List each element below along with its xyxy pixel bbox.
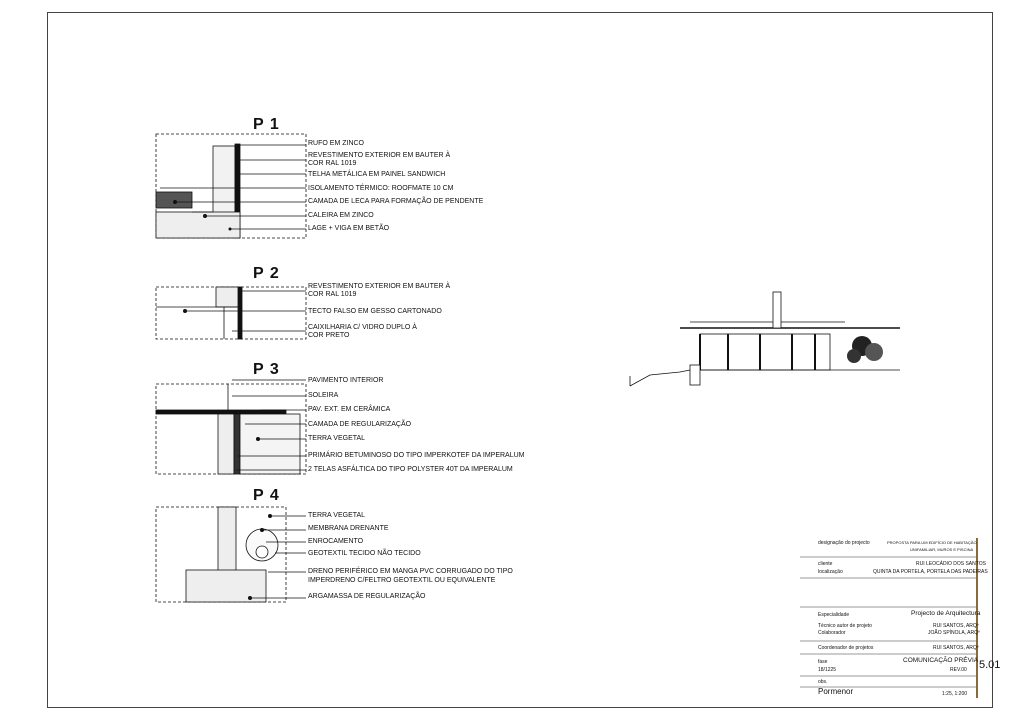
tb-coordenador-label: Coordenador de projetos — [818, 645, 874, 651]
p1-label-cor: COR RAL 1019 — [308, 160, 357, 167]
detail-p2-title: P 2 — [253, 265, 280, 282]
p1-label-isolamento: ISOLAMENTO TÉRMICO: ROOFMATE 10 CM — [308, 185, 454, 192]
tb-scale: 1:25, 1:200 — [942, 691, 968, 697]
p2-label-revestimento: REVESTIMENTO EXTERIOR EM BAUTER À — [308, 283, 451, 290]
p3-label-soleira: SOLEIRA — [308, 392, 339, 399]
tb-sheet-number: 5.01 — [979, 659, 1001, 671]
p1-label-rufo: RUFO EM ZINCO — [308, 140, 364, 147]
tb-localizacao-value: QUINTA DA PORTELA, PORTELA DAS PADEIRAS — [873, 569, 988, 575]
detail-p4-title: P 4 — [253, 487, 280, 504]
p2-label-caixilharia: CAIXILHARIA C/ VIDRO DUPLO À — [308, 324, 417, 331]
p3-label-regularizacao: CAMADA DE REGULARIZAÇÃO — [308, 421, 412, 428]
tb-fase-value: COMUNICAÇÃO PRÉVIA — [903, 657, 979, 664]
tb-colaborador-label: Colaborador — [818, 630, 846, 636]
detail-p3-title: P 3 — [253, 361, 280, 378]
tree-graphic — [847, 336, 883, 363]
house-elevation — [629, 291, 900, 387]
tb-cliente-value: RUI LEOCÁDIO DOS SANTOS — [916, 561, 986, 567]
tb-date: 18/1225 — [818, 667, 837, 673]
p2-label-cor-preto: COR PRETO — [308, 332, 350, 339]
tb-localizacao-label: localização — [818, 569, 843, 575]
p4-label-imperdreno: IMPERDRENO C/FELTRO GEOTEXTIL OU EQUIVAL… — [308, 577, 496, 584]
title-block-frame — [800, 556, 976, 688]
tb-designacao-value-1: PROPOSTA PARA UM EDIFÍCIO DE HABITAÇÃO — [887, 540, 977, 545]
tb-rev: REV.00 — [950, 667, 967, 673]
p2-label-tecto: TECTO FALSO EM GESSO CARTONADO — [308, 308, 442, 315]
p1-label-leca: CAMADA DE LECA PARA FORMAÇÃO DE PENDENTE — [308, 198, 484, 205]
p3-label-pavimento: PAVIMENTO INTERIOR — [308, 377, 384, 384]
p1-label-lage: LAGE + VIGA EM BETÃO — [308, 225, 390, 232]
drawing-sheet-border — [47, 12, 993, 708]
tb-fase-label: fase — [818, 659, 828, 665]
p4-label-argamassa: ARGAMASSA DE REGULARIZAÇÃO — [308, 593, 426, 600]
p3-label-telas: 2 TELAS ASFÁLTICA DO TIPO POLYSTER 40T D… — [308, 466, 513, 473]
tb-designacao-label: designação do projecto — [818, 540, 870, 546]
p1-label-telha: TELHA METÁLICA EM PAINEL SANDWICH — [308, 171, 446, 178]
tb-tecnico-label: Técnico autor de projeto — [818, 623, 872, 629]
tb-cliente-label: cliente — [818, 561, 833, 567]
tb-especialidade-label: Especialidade — [818, 612, 850, 618]
tb-drawing-name: Pormenor — [818, 687, 854, 696]
p4-label-geotextil: GEOTEXTIL TECIDO NÃO TECIDO — [308, 550, 421, 557]
p3-label-pav-ext: PAV. EXT. EM CERÂMICA — [308, 406, 391, 413]
p1-label-revestimento: REVESTIMENTO EXTERIOR EM BAUTER À — [308, 152, 451, 159]
tb-especialidade-value: Projecto de Arquitectura — [911, 610, 981, 617]
p2-label-cor: COR RAL 1019 — [308, 291, 357, 298]
p1-label-caleira: CALEIRA EM ZINCO — [308, 212, 374, 219]
tb-tecnico-value: RUI SANTOS, ARQº — [933, 623, 979, 629]
p3-label-terra: TERRA VEGETAL — [308, 435, 366, 442]
p3-label-primario: PRIMÁRIO BETUMINOSO DO TIPO IMPERKOTEF D… — [308, 452, 525, 459]
tb-designacao-value-2: UNIFAMILIAR, MUROS E PISCINA — [910, 547, 974, 552]
p4-label-membrana: MEMBRANA DRENANTE — [308, 525, 389, 532]
p4-label-dreno: DRENO PERIFÉRICO EM MANGA PVC CORRUGADO … — [308, 568, 513, 575]
tb-colaborador-value: JOÃO SPÍNOLA, ARQº — [928, 630, 980, 636]
p4-label-terra: TERRA VEGETAL — [308, 512, 366, 519]
detail-p1-title: P 1 — [253, 116, 280, 133]
tb-coordenador-value: RUI SANTOS, ARQº — [933, 645, 979, 651]
tb-obs-label: obs. — [818, 679, 828, 685]
p4-label-enrocamento: ENROCAMENTO — [308, 538, 364, 545]
